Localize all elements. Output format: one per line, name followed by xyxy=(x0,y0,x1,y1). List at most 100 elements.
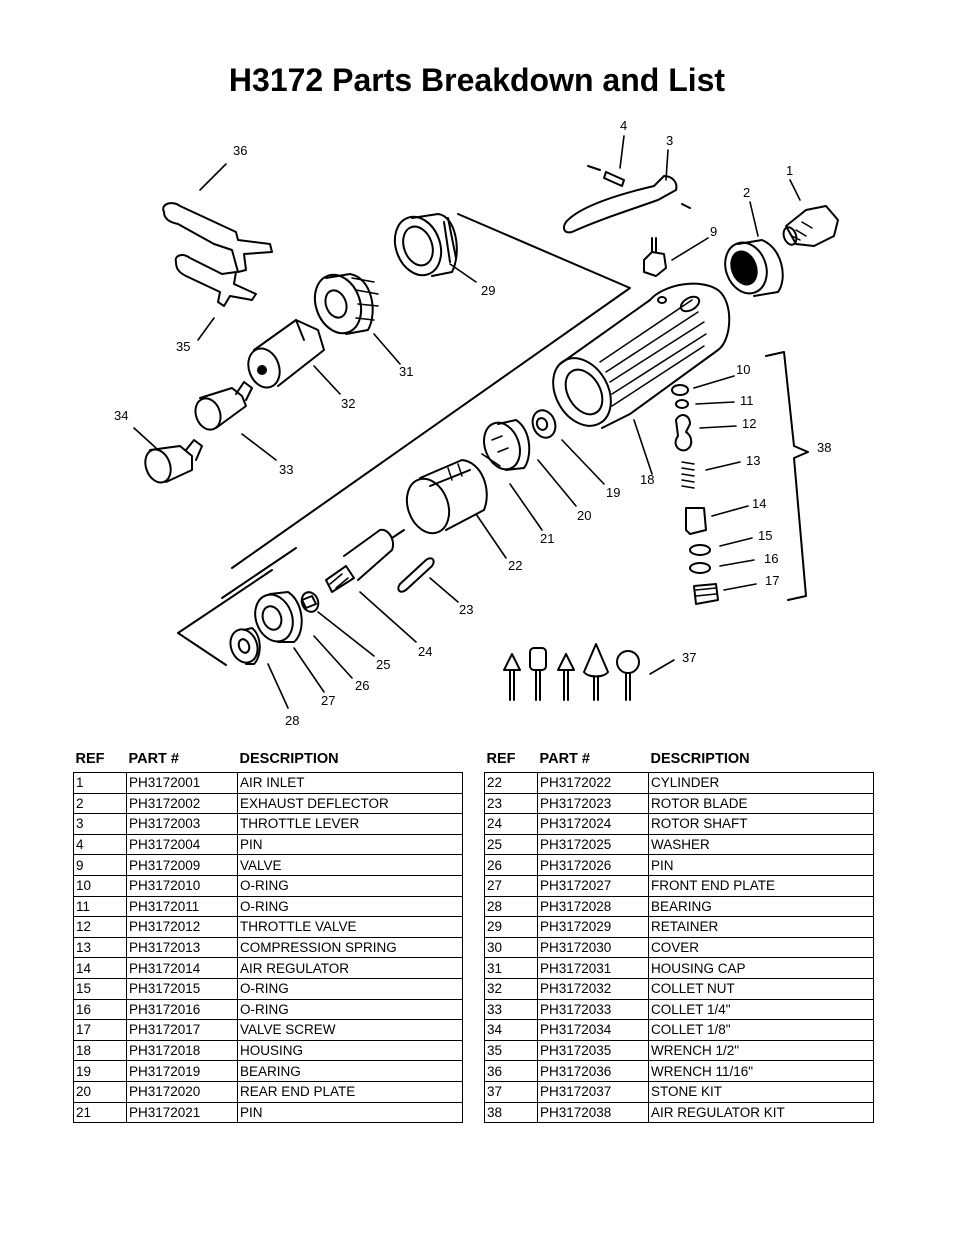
description-cell: HOUSING xyxy=(237,1039,463,1062)
description-cell: HOUSING CAP xyxy=(648,957,874,979)
bearing-19-part xyxy=(531,409,557,439)
ref-cell: 26 xyxy=(484,854,538,876)
wrench-11-16-part xyxy=(162,202,273,273)
description-cell: VALVE xyxy=(237,854,463,876)
wrench-1-2-part xyxy=(174,254,257,307)
part-number-cell: PH3172026 xyxy=(537,854,649,876)
part-number-cell: PH3172002 xyxy=(126,792,238,815)
callout-24: 24 xyxy=(418,644,432,659)
callout-21: 21 xyxy=(540,531,554,546)
ref-cell: 20 xyxy=(73,1080,127,1103)
ref-cell: 34 xyxy=(484,1019,538,1041)
ref-cell: 16 xyxy=(73,998,127,1021)
part-number-header: PART # xyxy=(539,751,591,767)
part-number-cell: PH3172024 xyxy=(537,813,649,835)
ref-cell: 27 xyxy=(484,874,538,897)
description-cell: RETAINER xyxy=(648,916,874,938)
description-cell: THROTTLE VALVE xyxy=(237,916,463,938)
ref-header: REF xyxy=(486,751,516,767)
description-cell: WRENCH 11/16" xyxy=(648,1060,874,1082)
part-number-cell: PH3172036 xyxy=(537,1060,649,1082)
callout-32: 32 xyxy=(341,396,355,411)
callout-1: 1 xyxy=(786,163,793,178)
description-cell: AIR REGULATOR KIT xyxy=(648,1101,874,1124)
cylinder-part xyxy=(405,459,488,535)
part-number-cell: PH3172018 xyxy=(126,1039,238,1062)
part-number-cell: PH3172037 xyxy=(537,1080,649,1103)
part-number-cell: PH3172022 xyxy=(537,772,649,794)
page-title: H3172 Parts Breakdown and List xyxy=(228,62,726,98)
part-number-cell: PH3172032 xyxy=(537,977,649,1000)
description-cell: COVER xyxy=(648,936,874,959)
part-number-cell: PH3172013 xyxy=(126,936,238,959)
housing-part xyxy=(552,282,731,429)
kit-bracket xyxy=(765,351,809,601)
callout-3: 3 xyxy=(666,133,673,148)
ref-header: REF xyxy=(75,751,105,767)
callout-12: 12 xyxy=(742,416,756,431)
part-number-cell: PH3172017 xyxy=(126,1019,238,1041)
callout-36: 36 xyxy=(233,143,247,158)
ref-cell: 1 xyxy=(73,772,127,794)
part-number-cell: PH3172038 xyxy=(537,1101,649,1124)
part-number-cell: PH3172029 xyxy=(537,916,649,938)
housing-cap-part xyxy=(313,273,379,335)
callout-18: 18 xyxy=(640,472,654,487)
callout-13: 13 xyxy=(746,453,760,468)
ref-cell: 30 xyxy=(484,936,538,959)
ref-cell: 37 xyxy=(484,1080,538,1103)
ref-cell: 35 xyxy=(484,1039,538,1062)
description-cell: PIN xyxy=(237,833,463,856)
callout-17: 17 xyxy=(765,573,779,588)
description-cell: PIN xyxy=(648,854,874,876)
exploded-parts-diagram: 1 2 3 4 9 10 11 12 13 14 15 16 17 18 19 … xyxy=(114,118,839,728)
ref-cell: 22 xyxy=(484,772,538,794)
callout-28: 28 xyxy=(285,713,299,728)
throttle-lever-part xyxy=(563,175,691,234)
leader-lines xyxy=(133,135,801,709)
part-number-cell: PH3172015 xyxy=(126,977,238,1000)
part-number-cell: PH3172025 xyxy=(537,833,649,856)
description-cell: O-RING xyxy=(237,977,463,1000)
part-number-cell: PH3172035 xyxy=(537,1039,649,1062)
callout-2: 2 xyxy=(743,185,750,200)
part-number-cell: PH3172030 xyxy=(537,936,649,959)
ref-cell: 11 xyxy=(73,895,127,918)
part-number-cell: PH3172034 xyxy=(537,1019,649,1041)
part-number-cell: PH3172023 xyxy=(537,792,649,815)
part-number-cell: PH3172009 xyxy=(126,854,238,876)
ref-cell: 13 xyxy=(73,936,127,959)
part-number-cell: PH3172021 xyxy=(126,1101,238,1124)
part-number-cell: PH3172011 xyxy=(126,895,238,918)
ref-cell: 17 xyxy=(73,1019,127,1041)
ref-cell: 2 xyxy=(73,792,127,815)
description-cell: BEARING xyxy=(648,895,874,918)
callout-27: 27 xyxy=(321,693,335,708)
description-cell: COLLET NUT xyxy=(648,977,874,1000)
callout-37: 37 xyxy=(682,650,696,665)
part-number-cell: PH3172003 xyxy=(126,813,238,835)
callout-38: 38 xyxy=(817,440,831,455)
callout-20: 20 xyxy=(577,508,591,523)
ref-cell: 23 xyxy=(484,792,538,815)
callout-22: 22 xyxy=(508,558,522,573)
description-cell: COLLET 1/4" xyxy=(648,998,874,1021)
description-cell: VALVE SCREW xyxy=(237,1019,463,1041)
collet-1-8-part xyxy=(144,439,203,484)
